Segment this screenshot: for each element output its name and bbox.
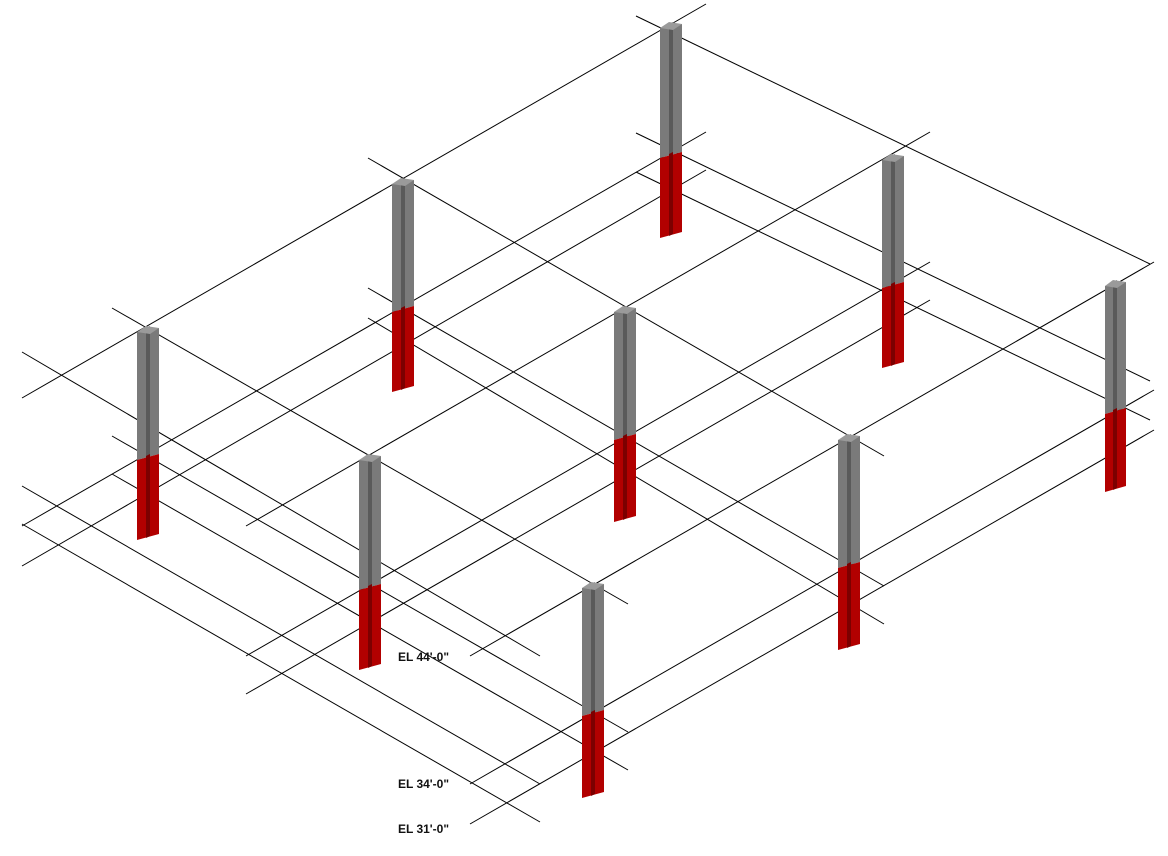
grid-line [469, 429, 1155, 825]
column-c5[interactable] [614, 306, 636, 522]
column-c7[interactable] [359, 454, 381, 670]
column-lower-web [669, 152, 673, 236]
grid-line [21, 485, 541, 785]
level-label-el-31: EL 31'-0" [398, 822, 449, 836]
column-c2[interactable] [392, 178, 414, 392]
column-upper-web [847, 434, 851, 566]
column-upper-web [401, 178, 405, 310]
level-label-el-34: EL 34'-0" [398, 777, 449, 791]
grid-line [469, 261, 1155, 657]
column-upper-flange-top [660, 22, 682, 30]
column-c4[interactable] [882, 154, 904, 368]
column-lower-web [1113, 408, 1117, 490]
column-c9[interactable] [582, 582, 604, 798]
column-upper-web [669, 22, 673, 156]
column-upper-flange-top [137, 326, 159, 334]
grid-line [21, 3, 707, 399]
grid-line [469, 389, 1155, 785]
grid-line [245, 131, 931, 527]
column-upper-web [368, 454, 372, 588]
level-labels: EL 44'-0" EL 34'-0" EL 31'-0" [398, 650, 449, 836]
column-upper-flange-top [882, 154, 904, 162]
columns [137, 22, 1126, 798]
column-upper-flange-top [614, 306, 636, 314]
grid-line [21, 351, 541, 657]
column-upper-web [591, 582, 595, 714]
column-upper-web [891, 154, 895, 286]
column-upper-flange-top [392, 178, 414, 186]
column-lower-web [368, 584, 372, 668]
column-lower-web [591, 710, 595, 796]
column-lower-web [891, 282, 895, 366]
grid-line [635, 15, 1151, 265]
column-c3[interactable] [660, 22, 682, 238]
grid-line [21, 131, 707, 527]
level-label-el-44: EL 44'-0" [398, 650, 449, 664]
column-upper-flange-top [359, 454, 381, 462]
column-c8[interactable] [838, 434, 860, 650]
column-c6[interactable] [1105, 280, 1126, 492]
column-upper-flange-top [1105, 280, 1126, 288]
column-lower-web [623, 434, 627, 520]
grid-line [21, 169, 707, 567]
column-upper-flange-top [838, 434, 860, 442]
column-upper-flange-top [582, 582, 604, 590]
column-upper-web [146, 326, 150, 458]
column-upper-web [623, 306, 627, 438]
column-lower-web [146, 454, 150, 538]
column-c1[interactable] [137, 326, 159, 540]
column-lower-web [401, 306, 405, 390]
grid-line [21, 523, 541, 823]
column-upper-web [1113, 280, 1117, 412]
column-lower-web [847, 562, 851, 648]
